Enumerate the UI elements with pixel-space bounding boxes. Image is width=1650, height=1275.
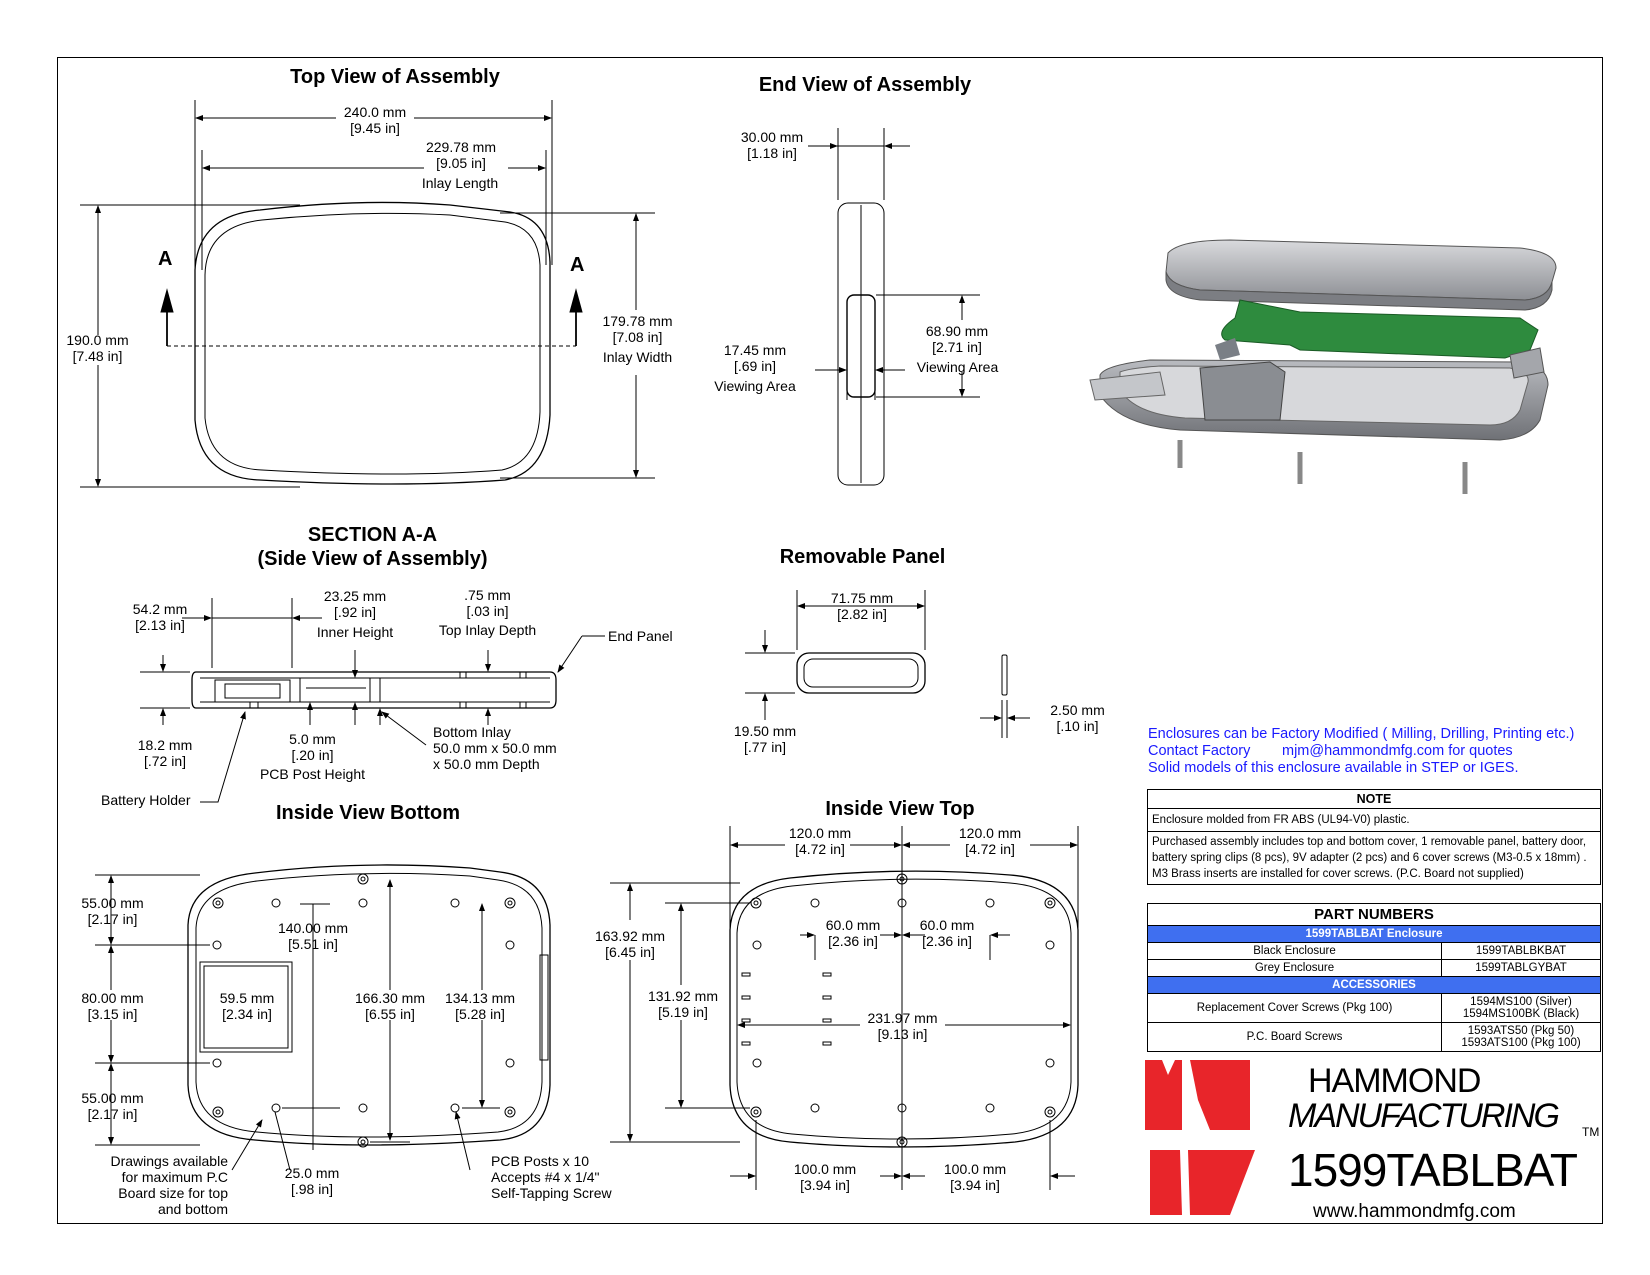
- dim-80: 80.00 mm [3.15 in]: [81, 990, 144, 1022]
- brand-name-manufacturing: MANUFACTURING: [1288, 1097, 1560, 1135]
- top-view-title: Top View of Assembly: [290, 66, 500, 88]
- dim-71: 71.75 mm [2.82 in]: [830, 590, 894, 622]
- dim-120-left: 120.0 mm [4.72 in]: [788, 825, 852, 857]
- dim-229: 229.78 mm [9.05 in]: [425, 139, 497, 171]
- trademark: TM: [1582, 1125, 1600, 1139]
- dim-2-5: 2.50 mm [.10 in]: [1050, 702, 1105, 734]
- bottom-posts: [212, 873, 516, 1148]
- exploded-assembly-illustration: [1089, 239, 1557, 494]
- removable-panel-title: Removable Panel: [779, 546, 946, 568]
- hammond-logo: [1145, 1060, 1255, 1215]
- part-number-title: 1599TABLBAT: [1288, 1144, 1578, 1196]
- part-pn-cover-screws: 1594MS100 (Silver) 1594MS100BK (Black): [1441, 993, 1601, 1023]
- dim-68: 68.90 mm [2.71 in]: [925, 323, 989, 355]
- section-mark-right: A: [570, 254, 585, 276]
- website-link[interactable]: www.hammondmfg.com: [1313, 1201, 1516, 1222]
- dim-140: 140.00 mm [5.51 in]: [277, 920, 349, 952]
- dim-17: 17.45 mm [.69 in]: [723, 342, 787, 374]
- drawing-frame: [57, 57, 1603, 1224]
- part-desc-black: Black Enclosure: [1147, 942, 1442, 960]
- dim-19: 19.50 mm [.77 in]: [733, 723, 797, 755]
- factory-modified-note: Enclosures can be Factory Modified ( Mil…: [1148, 726, 1575, 742]
- part-desc-cover-screws: Replacement Cover Screws (Pkg 100): [1147, 993, 1442, 1023]
- part-pn-pcb-screws: 1593ATS50 (Pkg 50) 1593ATS100 (Pkg 100): [1441, 1022, 1601, 1052]
- dim-60-left: 60.0 mm [2.36 in]: [825, 917, 881, 949]
- inner-height-label: Inner Height: [316, 624, 394, 640]
- drawings-note: Drawings available for maximum P.C Board…: [110, 1153, 228, 1217]
- viewing-area-right: Viewing Area: [916, 359, 999, 375]
- section-title: SECTION A-A: [307, 524, 438, 546]
- dim-190: 190.0 mm [7.48 in]: [66, 332, 129, 364]
- contact-factory-label: Contact Factory: [1148, 743, 1251, 759]
- section-view: [191, 671, 557, 709]
- top-inlay-depth-label: Top Inlay Depth: [438, 622, 537, 638]
- dim-179: 179.78 mm [7.08 in]: [602, 313, 673, 345]
- note-table: NOTE Enclosure molded from FR ABS (UL94-…: [1147, 789, 1601, 885]
- pcb-posts-note: PCB Posts x 10 Accepts #4 x 1/4" Self-Ta…: [491, 1153, 612, 1201]
- parts-table: PART NUMBERS 1599TABLBAT Enclosure Black…: [1147, 903, 1601, 1052]
- solid-models-note: Solid models of this enclosure available…: [1148, 760, 1519, 776]
- dim-134: 134.13 mm [5.28 in]: [444, 990, 516, 1022]
- bottom-inlay-label: Bottom Inlay 50.0 mm x 50.0 mm x 50.0 mm…: [433, 724, 557, 772]
- end-view-title: End View of Assembly: [758, 74, 972, 96]
- dim-231: 231.97 mm [9.13 in]: [867, 1010, 938, 1042]
- dim-131: 131.92 mm [5.19 in]: [647, 988, 719, 1020]
- dim-166: 166.30 mm [6.55 in]: [354, 990, 426, 1022]
- battery-holder-label: Battery Holder: [101, 792, 191, 808]
- parts-header: PART NUMBERS: [1147, 903, 1601, 926]
- dim-54: 54.2 mm [2.13 in]: [132, 601, 188, 633]
- pcb-post-height-label: PCB Post Height: [259, 766, 366, 782]
- dim-100-right: 100.0 mm [3.94 in]: [943, 1161, 1007, 1193]
- note-header: NOTE: [1147, 789, 1601, 809]
- dim-163: 163.92 mm [6.45 in]: [594, 928, 666, 960]
- viewing-area-left: Viewing Area: [714, 378, 796, 394]
- dim-120-right: 120.0 mm [4.72 in]: [958, 825, 1022, 857]
- enclosure-group-header: 1599TABLBAT Enclosure: [1147, 925, 1601, 943]
- accessories-group-header: ACCESSORIES: [1147, 976, 1601, 994]
- dim-23: 23.25 mm [.92 in]: [323, 588, 387, 620]
- end-view-outline: [837, 202, 885, 486]
- note-row-contents: Purchased assembly includes top and bott…: [1147, 831, 1601, 885]
- dim-55-bottom: 55.00 mm [2.17 in]: [81, 1090, 144, 1122]
- dim-18: 18.2 mm [.72 in]: [137, 737, 193, 769]
- dim-5: 5.0 mm [.20 in]: [289, 731, 336, 763]
- dim-60-right: 60.0 mm [2.36 in]: [919, 917, 975, 949]
- inside-bottom-title: Inside View Bottom: [275, 802, 461, 824]
- inside-bottom-outline: [187, 864, 551, 1146]
- inlay-width-label: Inlay Width: [602, 349, 673, 365]
- contact-email-link[interactable]: mjm@hammondmfg.com for quotes: [1282, 743, 1513, 759]
- part-pn-grey: 1599TABLGYBAT: [1441, 959, 1601, 977]
- brand-name-hammond: HAMMOND: [1308, 1062, 1481, 1100]
- section-mark-left: A: [158, 248, 173, 270]
- inside-top-outline: [729, 870, 1079, 1148]
- part-pn-black: 1599TABLBKBAT: [1441, 942, 1601, 960]
- dim-59: 59.5 mm [2.34 in]: [212, 990, 282, 1022]
- dim-55-top: 55.00 mm [2.17 in]: [81, 895, 144, 927]
- inside-top-title: Inside View Top: [825, 798, 975, 820]
- end-panel-label: End Panel: [608, 628, 673, 644]
- part-desc-pcb-screws: P.C. Board Screws: [1147, 1022, 1442, 1052]
- note-row-material: Enclosure molded from FR ABS (UL94-V0) p…: [1147, 808, 1601, 832]
- dim-30: 30.00 mm [1.18 in]: [740, 129, 804, 161]
- dim-240: 240.0 mm [9.45 in]: [343, 104, 407, 136]
- removable-panel-outline: [796, 652, 1008, 696]
- part-desc-grey: Grey Enclosure: [1147, 959, 1442, 977]
- section-subtitle: (Side View of Assembly): [257, 548, 488, 570]
- dim-075: .75 mm [.03 in]: [464, 587, 511, 619]
- dim-100-left: 100.0 mm [3.94 in]: [793, 1161, 857, 1193]
- inlay-length-label: Inlay Length: [421, 175, 499, 191]
- dim-25: 25.0 mm [.98 in]: [284, 1165, 340, 1197]
- top-view-outline: [194, 201, 551, 485]
